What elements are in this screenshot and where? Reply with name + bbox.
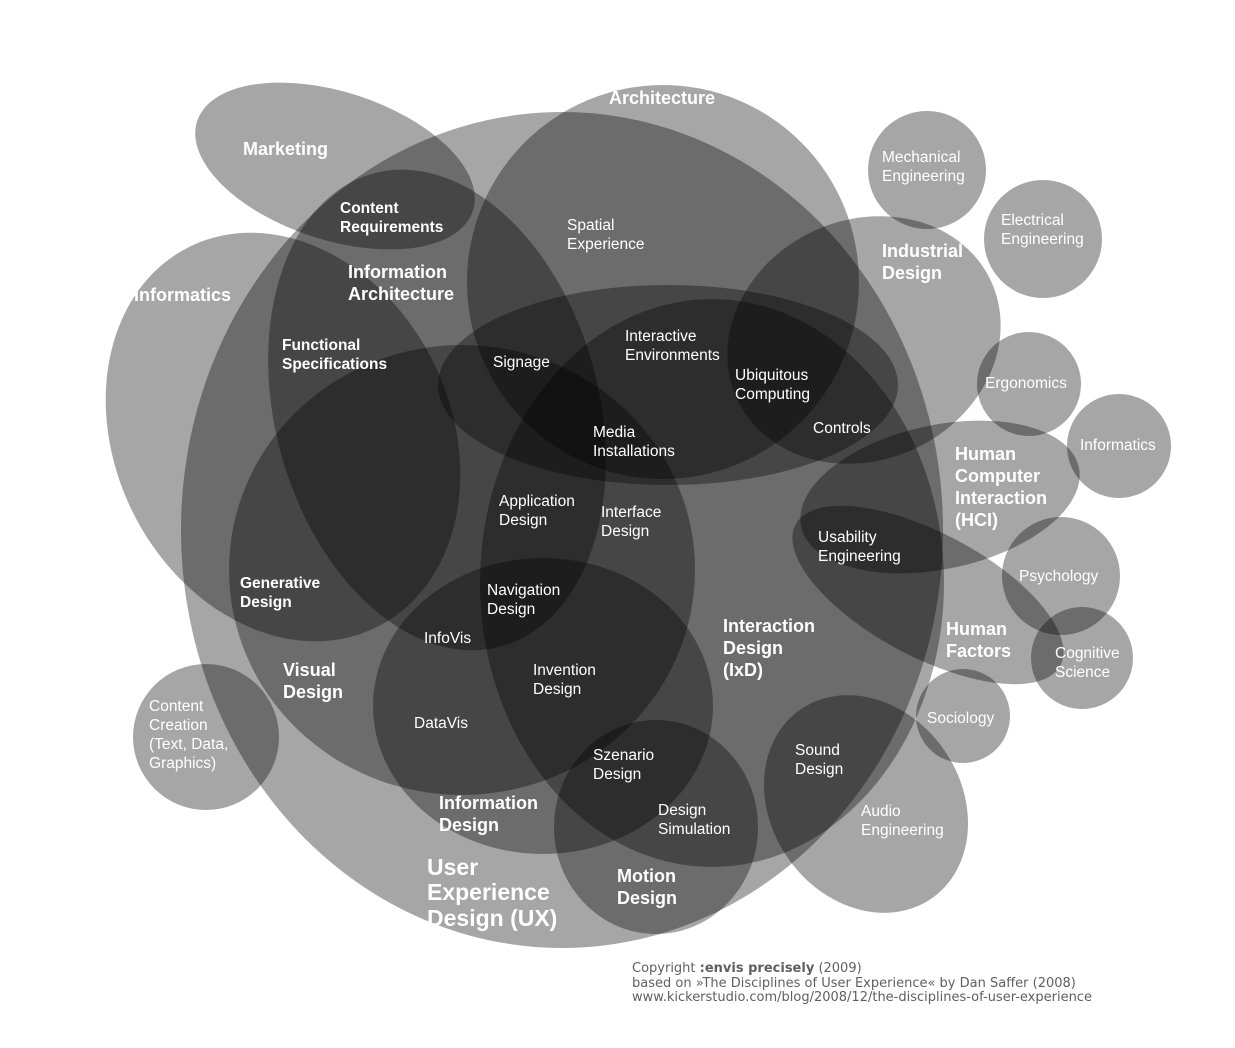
information-design-ellipse <box>373 558 713 854</box>
informatics-right-circle <box>1067 394 1171 498</box>
industrial-design-label: Industrial Design <box>882 241 964 283</box>
functional-specifications-label: Functional Specifications <box>282 337 388 373</box>
sociology-label: Sociology <box>927 710 995 727</box>
information-architecture-label: Information Architecture <box>348 262 455 304</box>
psychology-label: Psychology <box>1019 568 1099 585</box>
information-design-label: Information Design <box>439 793 538 835</box>
architecture-label: Architecture <box>609 88 716 108</box>
visual-design-label: Visual Design <box>283 660 344 702</box>
interaction-design-ellipse <box>480 299 944 867</box>
visual-design-ellipse <box>229 345 695 795</box>
navigation-design-label: Navigation Design <box>487 582 561 618</box>
informatics-left-label: Informatics <box>134 285 232 305</box>
application-design-label: Application Design <box>499 493 575 529</box>
ergonomics-label: Ergonomics <box>985 375 1067 392</box>
sound-design-ellipse <box>763 695 969 913</box>
signage-label: Signage <box>493 354 550 371</box>
invention-design-label: Invention Design <box>533 662 596 698</box>
informatics-right-label: Informatics <box>1080 437 1156 454</box>
usability-engineering-label: Usability Engineering <box>818 529 901 565</box>
content-requirements-label: Content Requirements <box>340 200 444 236</box>
sociology-circle <box>916 669 1010 763</box>
credits-line-url: www.kickerstudio.com/blog/2008/12/the-di… <box>632 990 1092 1005</box>
ubiquitous-computing-label: Ubiquitous Computing <box>735 367 810 403</box>
credits-author: :envis precisely <box>699 961 815 976</box>
credits: Copyright :envis precisely (2009) based … <box>632 961 1092 1006</box>
user-experience-design-ellipse <box>181 112 943 948</box>
psychology-circle <box>1002 517 1120 635</box>
content-creation-label: Content Creation (Text, Data, Graphics) <box>149 698 229 772</box>
information-architecture-ellipse <box>268 169 606 651</box>
credits-line-source: based on »The Disciplines of User Experi… <box>632 975 1076 991</box>
hci-ellipse <box>800 420 1080 574</box>
electrical-engineering-circle <box>984 180 1102 298</box>
electrical-engineering-label: Electrical Engineering <box>1001 212 1084 248</box>
design-simulation-label: Design Simulation <box>658 802 731 838</box>
mechanical-engineering-circle <box>868 111 986 229</box>
cognitive-science-label: Cognitive Science <box>1055 645 1120 681</box>
human-factors-label: Human Factors <box>946 619 1012 661</box>
infovis-label: InfoVis <box>424 630 472 647</box>
marketing-ellipse <box>195 82 475 250</box>
controls-label: Controls <box>813 420 871 437</box>
cognitive-science-circle <box>1031 607 1133 709</box>
interactive-environments-label: Interactive Environments <box>625 328 720 364</box>
industrial-design-ellipse <box>727 216 1001 464</box>
media-installations-label: Media Installations <box>593 424 675 460</box>
interactive-environments-ellipse <box>438 285 898 485</box>
credits-copyright-prefix: Copyright <box>632 961 700 976</box>
szenario-design-label: Szenario Design <box>593 747 655 783</box>
ergonomics-circle <box>977 332 1081 436</box>
hci-label: Human Computer Interaction (HCI) <box>955 444 1048 530</box>
marketing-label: Marketing <box>243 139 329 159</box>
informatics-left-ellipse <box>105 232 461 642</box>
user-experience-design-label: User Experience Design (UX) <box>427 854 558 931</box>
motion-design-ellipse <box>554 720 758 934</box>
audio-engineering-label: Audio Engineering <box>861 803 944 839</box>
sound-design-label: Sound Design <box>795 742 844 778</box>
mechanical-engineering-label: Mechanical Engineering <box>882 149 965 185</box>
credits-line-copyright: Copyright :envis precisely (2009) <box>632 961 1092 977</box>
generative-design-label: Generative Design <box>240 575 321 611</box>
datavis-label: DataVis <box>414 715 468 732</box>
human-factors-ellipse <box>792 505 1064 685</box>
spatial-experience-label: Spatial Experience <box>567 217 645 253</box>
credits-year: (2009) <box>814 961 862 976</box>
motion-design-label: Motion Design <box>617 866 678 908</box>
interface-design-label: Interface Design <box>601 504 662 540</box>
content-creation-circle <box>133 664 279 810</box>
interaction-design-label: Interaction Design (IxD) <box>723 616 816 680</box>
architecture-ellipse <box>467 85 859 479</box>
